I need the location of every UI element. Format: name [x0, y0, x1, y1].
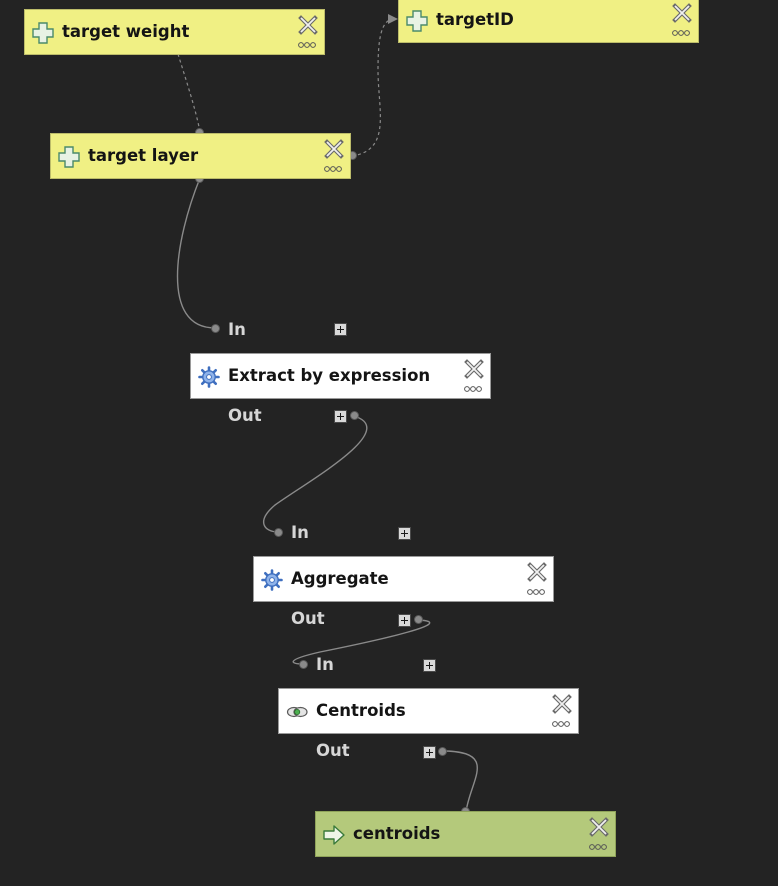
input-node-targetid[interactable]: targetID	[398, 0, 699, 43]
gear-icon	[261, 569, 283, 591]
close-icon[interactable]	[527, 562, 547, 582]
port-dot[interactable]	[350, 411, 359, 420]
centroids-icon	[286, 706, 308, 718]
algorithm-node-aggregate[interactable]: Aggregate	[253, 556, 554, 602]
more-options-icon[interactable]	[588, 843, 608, 851]
port-dot[interactable]	[438, 747, 447, 756]
dependency-wire-layer-to-targetid	[351, 18, 393, 157]
close-icon[interactable]	[464, 359, 484, 379]
close-icon[interactable]	[324, 139, 344, 159]
node-label: Aggregate	[291, 569, 389, 588]
wire-extract-to-aggregate	[263, 415, 368, 533]
close-icon[interactable]	[298, 15, 318, 35]
output-node-centroids[interactable]: centroids	[315, 811, 616, 857]
node-label: Extract by expression	[228, 366, 431, 385]
more-options-icon[interactable]	[297, 41, 317, 49]
input-port-label: In	[291, 523, 309, 542]
expand-outputs-button[interactable]	[423, 746, 436, 759]
port-dot[interactable]	[299, 660, 308, 669]
dependency-arrowhead	[388, 14, 398, 24]
input-node-target-weight[interactable]: target weight	[24, 9, 325, 55]
more-options-icon[interactable]	[323, 165, 343, 173]
plus-icon	[406, 10, 428, 32]
close-icon[interactable]	[672, 3, 692, 23]
expand-inputs-button[interactable]	[398, 527, 411, 540]
output-port-label: Out	[316, 741, 350, 760]
algorithm-node-extract-by-expression[interactable]: Extract by expression	[190, 353, 491, 399]
node-label: targetID	[436, 10, 514, 29]
output-port-label: Out	[291, 609, 325, 628]
more-options-icon[interactable]	[551, 720, 571, 728]
expand-outputs-button[interactable]	[398, 614, 411, 627]
input-port-label: In	[228, 320, 246, 339]
output-port-label: Out	[228, 406, 262, 425]
wire-layer-to-extract	[176, 177, 216, 329]
wire-aggregate-to-centroids	[292, 619, 431, 665]
plus-icon	[58, 146, 80, 168]
port-dot[interactable]	[211, 324, 220, 333]
more-options-icon[interactable]	[671, 29, 691, 37]
input-port-label: In	[316, 655, 334, 674]
node-label: target weight	[62, 22, 190, 41]
wire-centroids-to-output	[441, 750, 478, 813]
close-icon[interactable]	[589, 817, 609, 837]
close-icon[interactable]	[552, 694, 572, 714]
gear-icon	[198, 366, 220, 388]
port-dot[interactable]	[274, 528, 283, 537]
algorithm-node-centroids[interactable]: Centroids	[278, 688, 579, 734]
plus-icon	[32, 22, 54, 44]
arrow-right-icon	[323, 825, 345, 845]
input-node-target-layer[interactable]: target layer	[50, 133, 351, 179]
more-options-icon[interactable]	[463, 385, 483, 393]
node-label: Centroids	[316, 701, 406, 720]
node-label: target layer	[88, 146, 199, 165]
more-options-icon[interactable]	[526, 588, 546, 596]
expand-inputs-button[interactable]	[423, 659, 436, 672]
port-dot[interactable]	[414, 615, 423, 624]
expand-inputs-button[interactable]	[334, 323, 347, 336]
expand-outputs-button[interactable]	[334, 410, 347, 423]
dependency-wire-weight-to-layer	[177, 53, 201, 133]
node-label: centroids	[353, 824, 441, 843]
